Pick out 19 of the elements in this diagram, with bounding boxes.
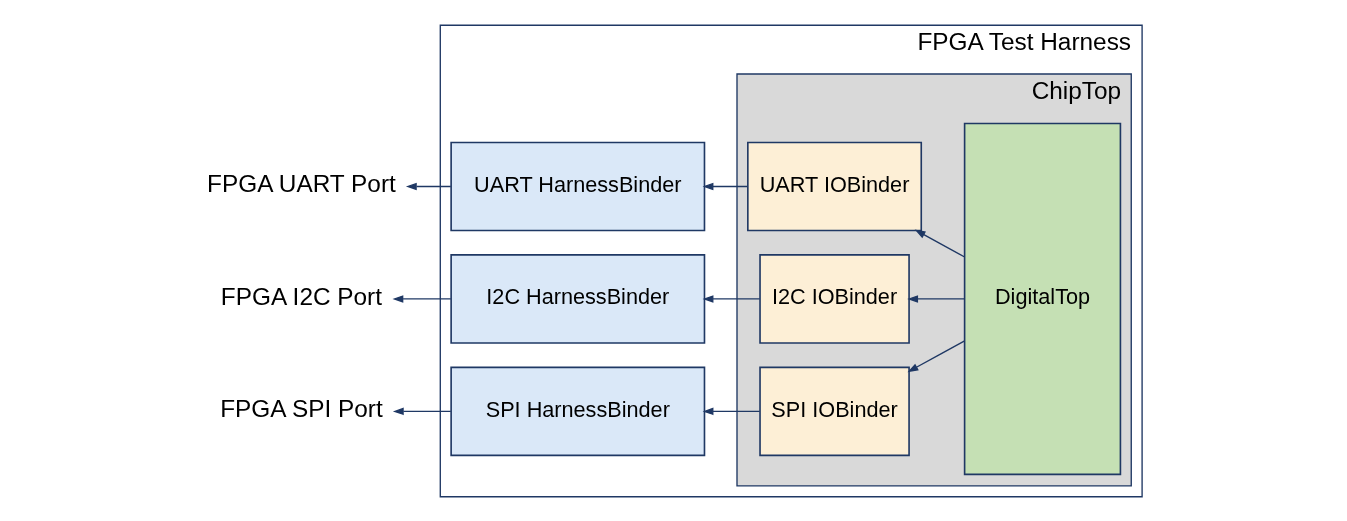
arrow [906, 294, 965, 303]
node-box: SPI IOBinder [758, 366, 910, 456]
arrow [702, 294, 760, 303]
node-box: UART HarnessBinder [449, 141, 705, 231]
node-text: FPGA I2C Port [220, 282, 382, 310]
node-box: SPI HarnessBinder [449, 366, 705, 456]
node-box: UART IOBinder [746, 141, 922, 231]
arrow [914, 229, 965, 257]
arrow [702, 182, 748, 190]
arrow [405, 182, 451, 190]
node-box: I2C IOBinder [758, 253, 910, 344]
arrow [392, 407, 451, 415]
node-text: FPGA SPI Port [219, 394, 383, 422]
arrow [702, 407, 760, 415]
arrow [391, 294, 451, 303]
node-box: I2C HarnessBinder [449, 253, 705, 344]
arrow [906, 339, 965, 372]
node-box: DigitalTop [963, 122, 1121, 475]
node-text: FPGA UART Port [206, 169, 396, 197]
